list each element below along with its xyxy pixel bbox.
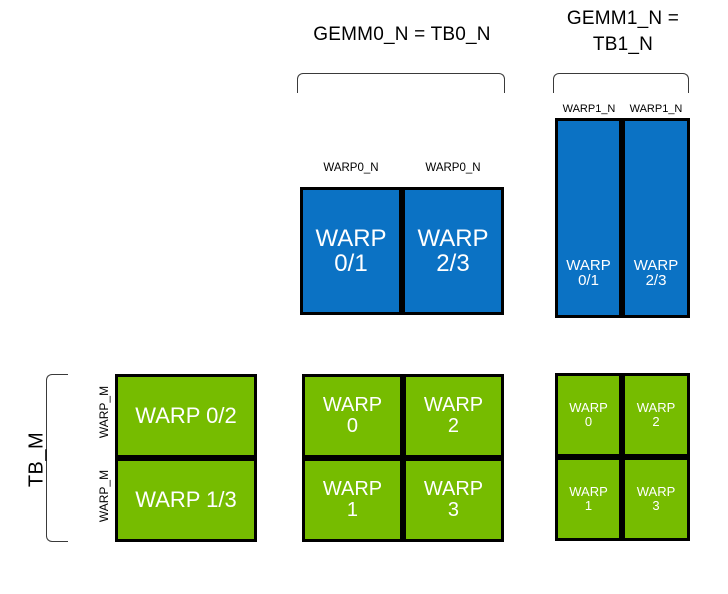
gemm1-blue-cell-warp23[interactable]: WARP 2/3 (622, 118, 690, 318)
tb-m-bracket (46, 374, 68, 542)
gemm0-blue-cell-warp01[interactable]: WARP 0/1 (300, 187, 402, 315)
gemm0-blue-cell-warp23[interactable]: WARP 2/3 (402, 187, 504, 315)
left-green-cell-warp02[interactable]: WARP 0/2 (115, 374, 257, 458)
gemm0-n-bracket (297, 73, 505, 93)
left-green-cell-warp13[interactable]: WARP 1/3 (115, 458, 257, 542)
middle-green-column-left: WARP 0 WARP 1 (302, 374, 403, 542)
middle-green-cell-warp3[interactable]: WARP 3 (403, 458, 504, 542)
gemm0-n-title: GEMM0_N = TB0_N (313, 24, 491, 45)
right-green-column-left: WARP 0 WARP 1 (555, 373, 622, 541)
left-green-block: WARP 0/2 WARP 1/3 (115, 374, 257, 542)
right-green-cell-warp3[interactable]: WARP 3 (622, 457, 690, 541)
warp-m-label-bottom: WARP_M (97, 469, 111, 523)
right-green-cell-warp0[interactable]: WARP 0 (555, 373, 622, 457)
gemm1-n-title: GEMM1_N = TB1_N (566, 8, 680, 55)
middle-green-cell-warp0[interactable]: WARP 0 (302, 374, 403, 458)
tb-m-label: TB_M (25, 431, 48, 488)
warp1-n-label-left: WARP1_N (562, 103, 616, 115)
right-green-cell-warp1[interactable]: WARP 1 (555, 457, 622, 541)
gemm0-blue-block: WARP 0/1 WARP 2/3 (300, 187, 504, 315)
warp1-n-label-right: WARP1_N (629, 103, 683, 115)
gemm1-n-bracket (553, 73, 689, 93)
middle-green-cell-warp2[interactable]: WARP 2 (403, 374, 504, 458)
right-green-block: WARP 0 WARP 1 WARP 2 WARP 3 (555, 373, 690, 541)
warp0-n-label-right: WARP0_N (425, 162, 481, 174)
right-green-column-right: WARP 2 WARP 3 (622, 373, 690, 541)
gemm1-blue-block: WARP 0/1 WARP 2/3 (555, 118, 690, 318)
gemm1-blue-cell-warp01[interactable]: WARP 0/1 (555, 118, 622, 318)
middle-green-cell-warp1[interactable]: WARP 1 (302, 458, 403, 542)
middle-green-block: WARP 0 WARP 1 WARP 2 WARP 3 (302, 374, 504, 542)
right-green-cell-warp2[interactable]: WARP 2 (622, 373, 690, 457)
warp0-n-label-left: WARP0_N (323, 162, 379, 174)
middle-green-column-right: WARP 2 WARP 3 (403, 374, 504, 542)
warp-m-label-top: WARP_M (97, 385, 111, 439)
